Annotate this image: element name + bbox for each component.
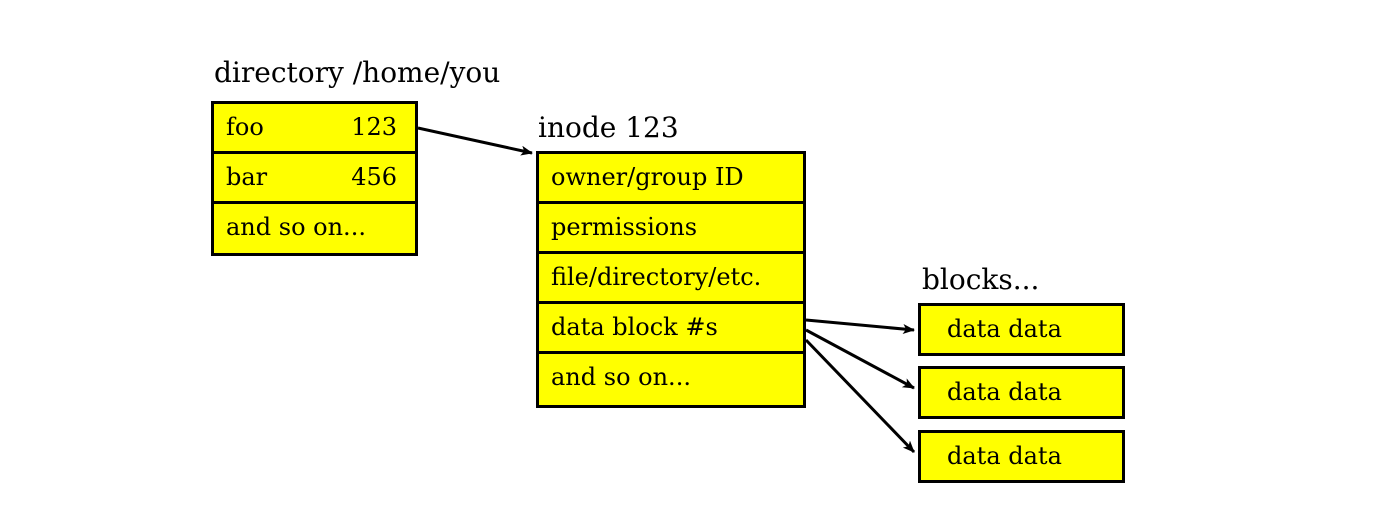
data-block-text: data data bbox=[947, 442, 1062, 470]
arrow-dir-to-inode bbox=[417, 126, 533, 156]
entry-inode-number: 456 bbox=[351, 163, 397, 191]
inode-field-permissions: permissions bbox=[539, 204, 803, 254]
directory-title: directory /home/you bbox=[214, 56, 501, 89]
inode-field-type: file/directory/etc. bbox=[539, 254, 803, 304]
inode-field-more: and so on... bbox=[551, 363, 691, 391]
entry-name: bar bbox=[226, 163, 268, 191]
inode-field-owner: owner/group ID bbox=[539, 154, 803, 204]
data-block: data data bbox=[918, 366, 1125, 419]
directory-entry-more: and so on... bbox=[226, 213, 366, 241]
inode-title: inode 123 bbox=[538, 111, 679, 144]
data-block-text: data data bbox=[947, 315, 1062, 343]
directory-entry-bar: bar 456 bbox=[214, 154, 415, 204]
arrow-inode-to-block-3 bbox=[804, 338, 916, 454]
inode-table: owner/group ID permissions file/director… bbox=[536, 151, 806, 408]
inode-field-data-blocks: data block #s bbox=[539, 304, 803, 354]
entry-inode-number: 123 bbox=[351, 113, 397, 141]
directory-entry-foo: foo 123 bbox=[214, 104, 415, 154]
arrow-inode-to-block-1 bbox=[805, 318, 915, 334]
blocks-title: blocks... bbox=[922, 263, 1040, 296]
data-block-text: data data bbox=[947, 378, 1062, 406]
data-block: data data bbox=[918, 303, 1125, 356]
directory-table: foo 123 bar 456 and so on... bbox=[211, 101, 418, 256]
data-block: data data bbox=[918, 430, 1125, 483]
entry-name: foo bbox=[226, 113, 264, 141]
arrow-inode-to-block-2 bbox=[805, 328, 915, 390]
